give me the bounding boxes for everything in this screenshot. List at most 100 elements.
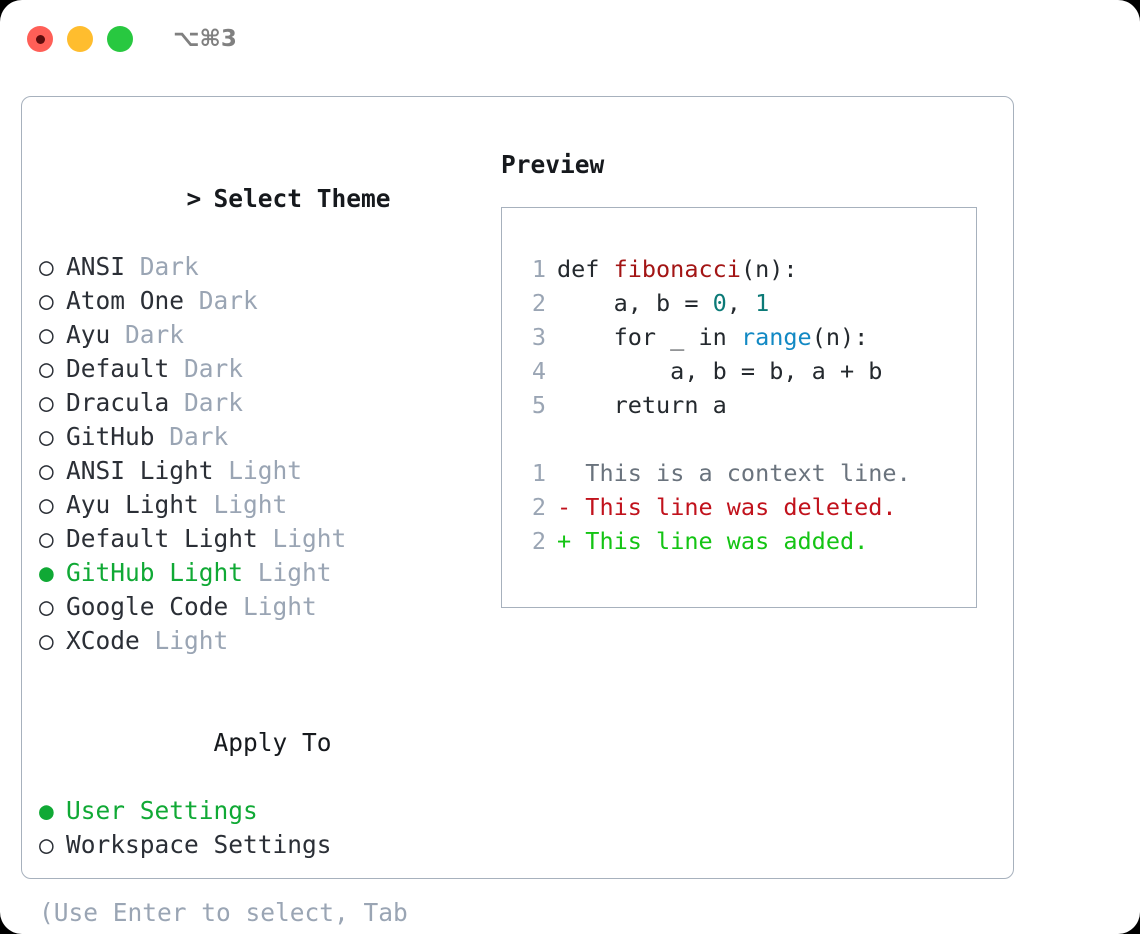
theme-option-atom-one[interactable]: ○ Atom One Dark: [39, 284, 499, 318]
theme-option-github-light[interactable]: ● GitHub Light Light: [39, 556, 499, 590]
radio-unselected-icon: ○: [39, 252, 54, 281]
theme-variant-tag: Light: [198, 490, 288, 519]
theme-variant-tag: Dark: [169, 354, 244, 383]
theme-name: ANSI: [66, 252, 126, 281]
radio-selected-icon: ●: [39, 558, 54, 587]
theme-variant-tag: Light: [228, 592, 317, 621]
theme-option-default-light[interactable]: ○ Default Light Light: [39, 522, 499, 556]
apply-to-name: User Settings: [66, 796, 258, 825]
recording-indicator-icon: [35, 34, 45, 44]
zoom-button[interactable]: [107, 26, 133, 52]
theme-name: Ayu Light: [66, 490, 199, 519]
caret-icon: >: [186, 184, 202, 213]
diff-sign: +: [557, 527, 572, 555]
theme-name: Dracula: [66, 388, 170, 417]
section-spacer: [39, 658, 499, 692]
line-number: 5: [531, 391, 546, 419]
theme-option-github[interactable]: ○ GitHub Dark: [39, 420, 499, 454]
diff-text: This is a context line.: [571, 459, 911, 487]
line-number: 4: [531, 357, 546, 385]
theme-option-default[interactable]: ○ Default Dark: [39, 352, 499, 386]
code-token-num: 0: [712, 289, 727, 317]
radio-unselected-icon: ○: [39, 388, 54, 417]
radio-unselected-icon: ○: [39, 524, 54, 553]
radio-selected-icon: ●: [39, 796, 54, 825]
theme-variant-tag: Dark: [184, 286, 258, 315]
radio-unselected-icon: ○: [39, 286, 54, 315]
preview-label: Preview: [501, 150, 605, 179]
theme-variant-tag: Dark: [110, 320, 185, 349]
code-token-plain: for _ in: [557, 323, 741, 351]
theme-name: Atom One: [66, 286, 185, 315]
apply-to-header: Apply To: [39, 692, 499, 794]
theme-option-ansi[interactable]: ○ ANSI Dark: [39, 250, 499, 284]
code-token-plain: a, b =: [557, 289, 713, 317]
theme-name: Ayu: [66, 320, 111, 349]
diff-text: This line was added.: [571, 527, 869, 555]
diff-line-deleted: 2- This line was deleted.: [520, 490, 976, 524]
line-number: 3: [531, 323, 546, 351]
theme-variant-tag: Dark: [125, 252, 199, 281]
theme-name: GitHub Light: [66, 558, 244, 587]
code-token-plain: a, b = b, a + b: [557, 357, 883, 385]
code-token-fn: fibonacci: [613, 255, 741, 283]
theme-variant-tag: Light: [213, 456, 303, 485]
main-panel: >Select Theme ○ANSI Dark○Atom One Dark○A…: [21, 96, 1014, 934]
theme-list: ○ANSI Dark○Atom One Dark○Ayu Dark○Defaul…: [39, 250, 499, 658]
theme-name: GitHub: [66, 422, 155, 451]
apply-to-name: Workspace Settings: [66, 830, 332, 859]
code-line: 3 for _ in range(n):: [520, 320, 976, 354]
radio-unselected-icon: ○: [39, 490, 54, 519]
diff-sample: 1 This is a context line.2- This line wa…: [520, 456, 976, 558]
theme-variant-tag: Dark: [154, 422, 229, 451]
theme-option-ayu[interactable]: ○Ayu Dark: [39, 318, 499, 352]
minimize-button[interactable]: [67, 26, 93, 52]
theme-name: Google Code: [66, 592, 229, 621]
hint-text: (Use Enter to select, Tab to change focu…: [39, 898, 408, 934]
theme-name: ANSI Light: [66, 456, 214, 485]
select-theme-header: > Select Theme: [39, 148, 499, 250]
radio-unselected-icon: ○: [39, 592, 54, 621]
apply-to-option-user-settings[interactable]: ● User Settings: [39, 794, 499, 828]
theme-variant-tag: Light: [257, 524, 347, 553]
line-number: 2: [531, 527, 546, 555]
apply-to-option-workspace-settings[interactable]: ○ Workspace Settings: [39, 828, 499, 862]
code-gap: [520, 422, 976, 456]
code-token-plain: return a: [557, 391, 727, 419]
line-number: 2: [531, 493, 546, 521]
theme-name: XCode: [66, 626, 140, 655]
radio-unselected-icon: ○: [39, 456, 54, 485]
select-theme-title: Select Theme: [213, 184, 391, 213]
line-number: 2: [531, 289, 546, 317]
diff-line-added: 2 + This line was added.: [520, 524, 976, 558]
apply-to-list: ● User Settings ○ Workspace Settings: [39, 794, 499, 862]
theme-option-dracula[interactable]: ○Dracula Dark: [39, 386, 499, 420]
theme-option-ayu-light[interactable]: ○ Ayu Light Light: [39, 488, 499, 522]
radio-unselected-icon: ○: [39, 830, 54, 859]
theme-option-ansi-light[interactable]: ○ ANSI Light Light: [39, 454, 499, 488]
code-token-plain: (n):: [740, 255, 798, 283]
radio-unselected-icon: ○: [39, 626, 54, 655]
code-token-plain: ,: [726, 289, 756, 317]
radio-unselected-icon: ○: [39, 422, 54, 451]
code-token-plain: def: [557, 255, 614, 283]
diff-line-context: 1 This is a context line.: [520, 456, 976, 490]
diff-text: This line was deleted.: [571, 493, 897, 521]
theme-variant-tag: Light: [139, 626, 229, 655]
close-button[interactable]: [27, 26, 53, 52]
theme-option-google-code[interactable]: ○ Google Code Light: [39, 590, 499, 624]
theme-name: Default Light: [66, 524, 258, 553]
theme-name: Default: [66, 354, 170, 383]
theme-variant-tag: Light: [243, 558, 332, 587]
code-token-plain: (n):: [811, 323, 869, 351]
title-bar: ⌥⌘3: [0, 0, 1140, 78]
apply-to-title: Apply To: [213, 728, 332, 757]
radio-unselected-icon: ○: [39, 354, 54, 383]
theme-option-xcode[interactable]: ○ XCode Light: [39, 624, 499, 658]
keyboard-shortcut-label: ⌥⌘3: [173, 26, 237, 52]
code-token-num: 1: [755, 289, 770, 317]
